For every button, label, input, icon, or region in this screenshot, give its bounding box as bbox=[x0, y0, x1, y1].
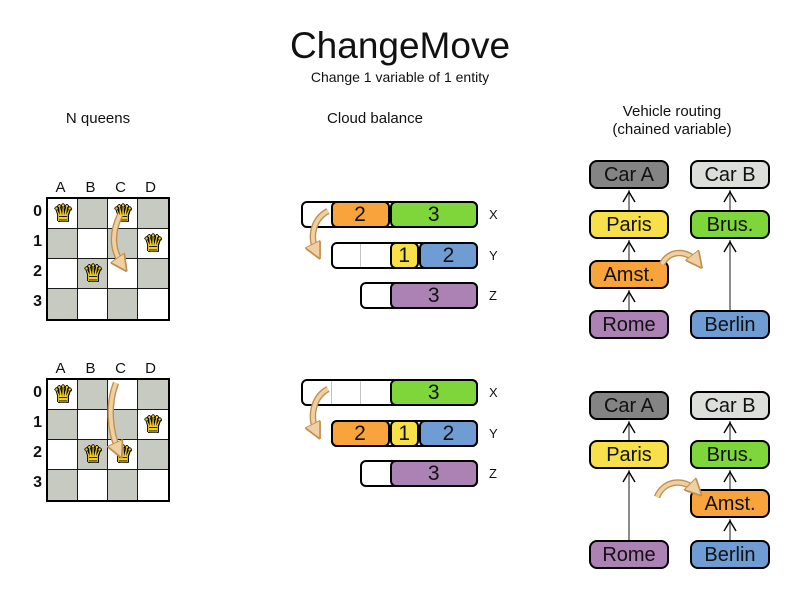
vehicle-node: Berlin bbox=[690, 310, 770, 339]
board-cell bbox=[138, 289, 168, 319]
board-cell bbox=[48, 380, 78, 410]
board-cell bbox=[108, 470, 138, 500]
board-cell bbox=[78, 470, 108, 500]
cloud-balance-header: Cloud balance bbox=[327, 110, 423, 127]
vehicle-node: Amst. bbox=[589, 260, 669, 289]
board-cell bbox=[48, 229, 78, 259]
process-block: 2 bbox=[330, 420, 390, 447]
vehicle-routing-header: Vehicle routing bbox=[622, 103, 722, 120]
board-cell bbox=[78, 289, 108, 319]
queen-icon: ♛ bbox=[82, 442, 104, 468]
board-cell bbox=[78, 259, 108, 289]
vehicle-node: Berlin bbox=[690, 540, 770, 569]
board-col-label: A bbox=[55, 360, 67, 377]
computer-label: X bbox=[489, 207, 498, 222]
board-cell bbox=[108, 380, 138, 410]
queen-icon: ♛ bbox=[142, 412, 164, 438]
board-row-label: 2 bbox=[33, 444, 42, 461]
chessboard-before: ♛ ♛ ♛ ♛ bbox=[46, 197, 170, 321]
vehicle-node: Amst. bbox=[690, 489, 770, 518]
queen-icon: ♛ bbox=[52, 201, 74, 227]
board-col-label: B bbox=[85, 179, 97, 196]
vehicle-node: Rome bbox=[589, 540, 669, 569]
process-block: 2 bbox=[419, 242, 478, 269]
vehicle-node: Car A bbox=[589, 160, 669, 189]
process-block: 2 bbox=[330, 201, 390, 228]
queen-icon: ♛ bbox=[82, 261, 104, 287]
board-col-label: B bbox=[85, 360, 97, 377]
process-block: 2 bbox=[419, 420, 478, 447]
process-block: 3 bbox=[389, 201, 478, 228]
board-cell bbox=[138, 380, 168, 410]
board-cell bbox=[78, 380, 108, 410]
board-cell bbox=[138, 410, 168, 440]
vehicle-node: Car B bbox=[690, 391, 770, 420]
board-cell bbox=[108, 289, 138, 319]
board-col-label: D bbox=[145, 360, 157, 377]
board-cell bbox=[108, 259, 138, 289]
queen-icon: ♛ bbox=[142, 231, 164, 257]
board-row-label: 0 bbox=[33, 384, 42, 401]
vehicle-node: Car A bbox=[589, 391, 669, 420]
process-block: 3 bbox=[389, 282, 478, 309]
process-block: 1 bbox=[389, 420, 419, 447]
process-block: 3 bbox=[389, 460, 478, 487]
queen-icon: ♛ bbox=[112, 201, 134, 227]
nqueens-header: N queens bbox=[65, 110, 131, 127]
board-cell bbox=[138, 199, 168, 229]
board-row-label: 1 bbox=[33, 233, 42, 250]
vehicle-routing-subheader: (chained variable) bbox=[612, 121, 732, 138]
board-cell bbox=[48, 410, 78, 440]
computer-label: Z bbox=[489, 288, 497, 303]
computer-label: Y bbox=[489, 248, 498, 263]
page-title: ChangeMove bbox=[289, 25, 511, 66]
process-block: 3 bbox=[389, 379, 478, 406]
vehicle-node: Car B bbox=[690, 160, 770, 189]
board-cell bbox=[48, 259, 78, 289]
board-cell bbox=[48, 289, 78, 319]
board-row-label: 3 bbox=[33, 474, 42, 491]
board-row-label: 1 bbox=[33, 414, 42, 431]
board-cell bbox=[48, 199, 78, 229]
computer-label: Y bbox=[489, 426, 498, 441]
board-cell bbox=[138, 229, 168, 259]
board-col-label: A bbox=[55, 179, 67, 196]
board-cell bbox=[48, 470, 78, 500]
bar-unit-divider bbox=[360, 381, 361, 404]
chessboard-after: ♛ ♛ ♛ ♛ bbox=[46, 378, 170, 502]
board-cell bbox=[78, 229, 108, 259]
queen-icon: ♛ bbox=[52, 382, 74, 408]
computer-label: X bbox=[489, 385, 498, 400]
board-row-label: 3 bbox=[33, 293, 42, 310]
board-col-label: D bbox=[145, 179, 157, 196]
vehicle-node: Paris bbox=[589, 440, 669, 469]
board-cell bbox=[48, 440, 78, 470]
queen-icon: ♛ bbox=[112, 442, 134, 468]
board-col-label: C bbox=[115, 360, 127, 377]
board-row-label: 2 bbox=[33, 263, 42, 280]
vehicle-node: Rome bbox=[589, 310, 669, 339]
vehicle-node: Brus. bbox=[690, 210, 770, 239]
vehicle-node: Brus. bbox=[690, 440, 770, 469]
board-cell bbox=[138, 440, 168, 470]
vehicle-node: Paris bbox=[589, 210, 669, 239]
board-cell bbox=[108, 410, 138, 440]
bar-unit-divider bbox=[360, 244, 361, 267]
computer-label: Z bbox=[489, 466, 497, 481]
board-cell bbox=[108, 229, 138, 259]
board-cell bbox=[138, 470, 168, 500]
board-col-label: C bbox=[115, 179, 127, 196]
bar-unit-divider bbox=[330, 381, 332, 404]
board-cell bbox=[78, 440, 108, 470]
board-cell bbox=[78, 199, 108, 229]
process-block: 1 bbox=[389, 242, 419, 269]
page-subtitle: Change 1 variable of 1 entity bbox=[310, 69, 490, 85]
board-row-label: 0 bbox=[33, 203, 42, 220]
board-cell bbox=[138, 259, 168, 289]
board-cell bbox=[78, 410, 108, 440]
